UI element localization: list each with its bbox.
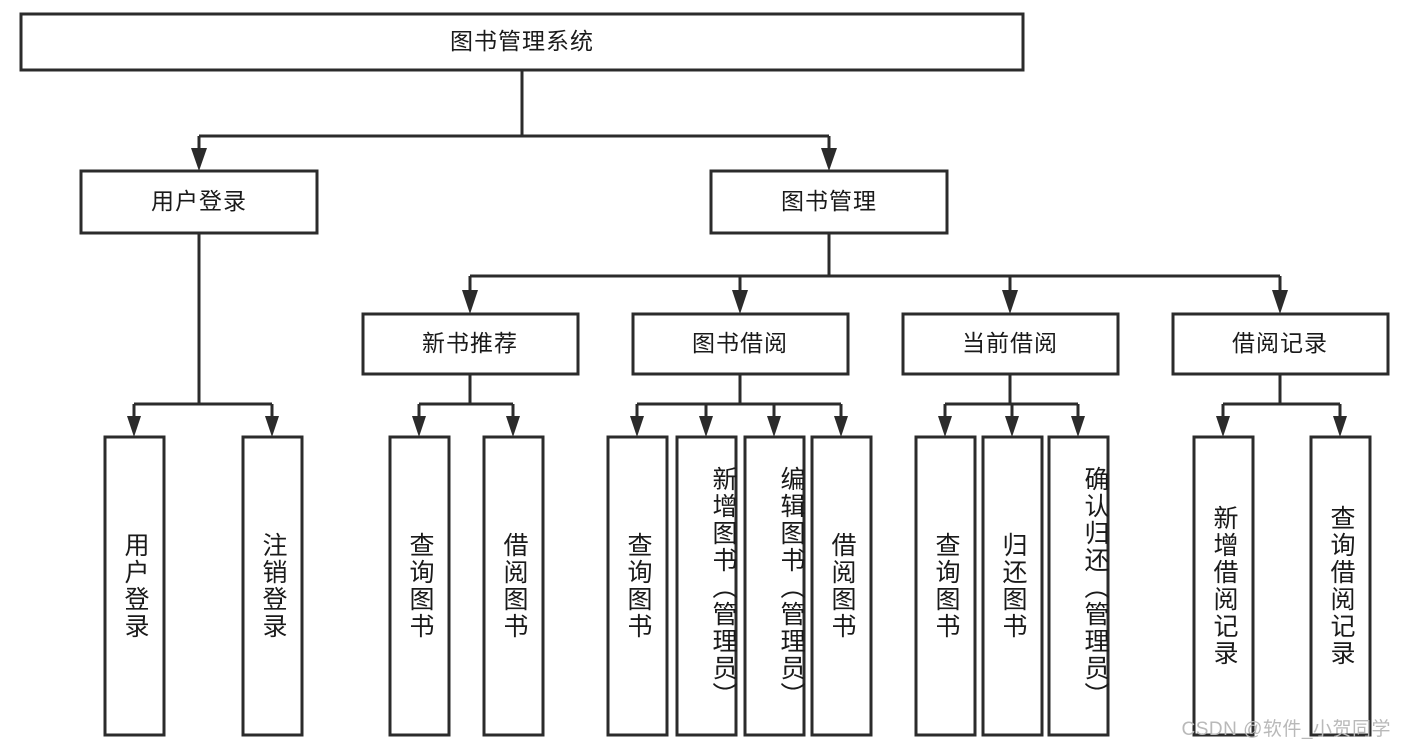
connector-group-borrow: [630, 374, 848, 437]
leaf-box-edit-book-admin[interactable]: [743, 435, 806, 737]
leaf-box-query-borrow-record[interactable]: [1309, 435, 1372, 737]
leaf-box-add-borrow-record[interactable]: [1192, 435, 1255, 737]
arrow-head-to-current: [1002, 290, 1018, 314]
arrow-head-to-borrow: [732, 290, 748, 314]
arrow-head-leaf-add-record: [1216, 416, 1230, 437]
arrow-head-to-newbook: [462, 290, 478, 314]
leaf-box-confirm-return-admin[interactable]: [1047, 435, 1110, 737]
node-user-login-label: 用户登录: [151, 188, 247, 214]
arrow-head-leaf-add-book: [699, 416, 713, 437]
arrow-head-leaf-borrow-book-1: [506, 416, 520, 437]
arrow-head-leaf-query-record: [1333, 416, 1347, 437]
arrow-head-to-bookmgmt: [821, 148, 837, 171]
connector-group-bookmgmt: [462, 233, 1288, 314]
leaf-box-query-book-3[interactable]: [914, 435, 977, 737]
node-book-borrow-box[interactable]: [631, 312, 850, 376]
leaf-box-query-book-1[interactable]: [388, 435, 451, 737]
leaf-box-query-book-2[interactable]: [606, 435, 669, 737]
node-user-login[interactable]: 用户登录: [79, 169, 319, 235]
leaf-box-add-book-admin[interactable]: [675, 435, 738, 737]
node-borrow-record[interactable]: 借阅记录: [1171, 312, 1390, 376]
node-new-book-recommend-box[interactable]: [361, 312, 580, 376]
arrow-head-leaf-return-book: [1005, 416, 1019, 437]
leaf-box-logout[interactable]: [241, 435, 304, 737]
node-book-borrow-label: 图书借阅: [692, 330, 788, 356]
arrow-head-leaf-query-book-2: [630, 416, 644, 437]
leaf-box-borrow-book-2[interactable]: [810, 435, 873, 737]
leaf-box-borrow-book-1[interactable]: [482, 435, 545, 737]
node-book-management-label: 图书管理: [781, 188, 877, 214]
arrow-head-leaf-edit-book: [767, 416, 781, 437]
node-root-label: 图书管理系统: [450, 28, 594, 54]
arrow-head-leaf-borrow-book-2: [834, 416, 848, 437]
arrow-head-to-login: [191, 148, 207, 171]
leaf-box-user-login[interactable]: [103, 435, 166, 737]
connector-group-root: [191, 70, 837, 171]
node-borrow-record-box[interactable]: [1171, 312, 1390, 376]
arrow-head-leaf-query-book-3: [938, 416, 952, 437]
node-root-box[interactable]: [19, 12, 1025, 72]
arrow-head-leaf-query-book-1: [412, 416, 426, 437]
node-root[interactable]: 图书管理系统: [19, 12, 1025, 72]
arrow-head-leaf-user-login: [127, 416, 141, 437]
arrow-head-to-record: [1272, 290, 1288, 314]
connector-group-record: [1216, 374, 1347, 437]
node-book-management[interactable]: 图书管理: [709, 169, 949, 235]
arrow-head-leaf-confirm-return: [1071, 416, 1085, 437]
node-current-borrow[interactable]: 当前借阅: [901, 312, 1120, 376]
node-user-login-box[interactable]: [79, 169, 319, 235]
connector-group-login: [127, 233, 279, 437]
node-book-borrow[interactable]: 图书借阅: [631, 312, 850, 376]
connector-group-newbook: [412, 374, 520, 437]
arrow-head-leaf-logout: [265, 416, 279, 437]
node-borrow-record-label: 借阅记录: [1232, 330, 1328, 356]
watermark-text: CSDN @软件_小贺同学: [1181, 719, 1391, 740]
node-current-borrow-label: 当前借阅: [962, 330, 1058, 356]
leaf-box-group: [103, 435, 1372, 737]
node-book-management-box[interactable]: [709, 169, 949, 235]
node-new-book-recommend[interactable]: 新书推荐: [361, 312, 580, 376]
connector-group-current: [938, 374, 1085, 437]
node-new-book-recommend-label: 新书推荐: [422, 330, 518, 356]
node-current-borrow-box[interactable]: [901, 312, 1120, 376]
leaf-box-return-book[interactable]: [981, 435, 1044, 737]
